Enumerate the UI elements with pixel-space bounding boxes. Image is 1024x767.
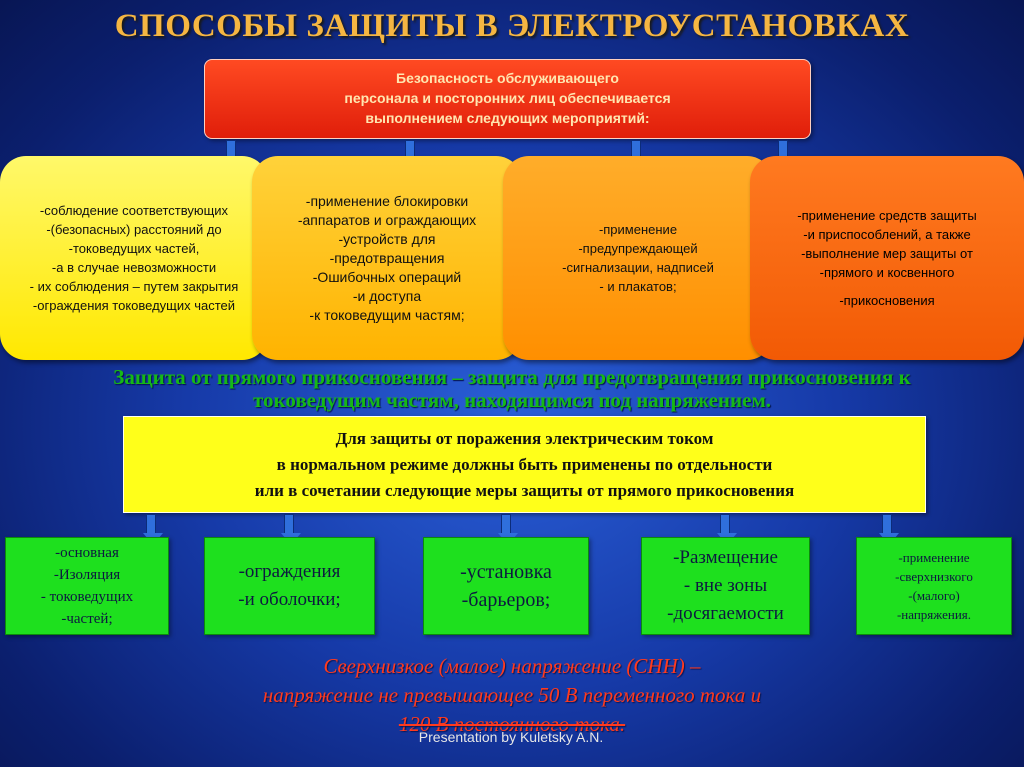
author-credit-text: Presentation by Kuletsky A.N.: [418, 729, 604, 745]
direct-contact-definition-line: токоведущим частям, находящимся под напр…: [252, 388, 772, 412]
measure-line: -и оболочки;: [238, 589, 341, 610]
card-line: -аппаратов и ограждающих: [297, 211, 477, 228]
card-line: -ограждения токоведущих частей: [32, 298, 236, 313]
card-line: - их соблюдения – путем закрытия: [29, 279, 239, 294]
measure-line: -(малого): [908, 588, 960, 603]
measure-enclosures: -ограждения -и оболочки;: [204, 537, 375, 635]
card-line: -соблюдение соответствующих: [39, 203, 229, 218]
direct-contact-definition-line: Защита от прямого прикосновения – защита…: [113, 365, 911, 389]
measure-line: -барьеров;: [461, 589, 551, 611]
card-line: - и плакатов;: [599, 279, 677, 294]
measure-line: -применение: [898, 550, 970, 565]
card-line: -токоведущих частей,: [68, 241, 200, 256]
header-line: персонала и посторонних лиц обеспечивает…: [344, 90, 671, 106]
extra-low-voltage-definition: Сверхнизкое (малое) напряжение (СНН) – н…: [0, 652, 1024, 739]
card-line: -применение: [598, 222, 678, 237]
card-line: -сигнализации, надписей: [562, 260, 714, 275]
direct-contact-measures-box: Для защиты от поражения электрическим то…: [123, 416, 926, 513]
card-line: -и доступа: [352, 287, 422, 304]
card-line: -применение средств защиты: [797, 208, 977, 223]
box-line: в нормальном режиме должны быть применен…: [276, 455, 773, 474]
author-credit: Presentation by Kuletsky A.N.: [0, 729, 1024, 745]
measure-line: -Размещение: [673, 547, 778, 568]
definition-line: Сверхнизкое (малое) напряжение (СНН) –: [323, 654, 701, 678]
card-interlocks: -применение блокировки -аппаратов и огра…: [252, 156, 522, 360]
card-line: -устройств для: [338, 230, 436, 247]
measure-line: -Изоляция: [53, 567, 121, 583]
measure-out-of-reach: -Размещение - вне зоны -досягаемости: [641, 537, 810, 635]
definition-line: напряжение не превышающее 50 В переменно…: [262, 683, 762, 707]
measure-line: - вне зоны: [683, 575, 768, 596]
measure-line: -основная: [55, 545, 119, 561]
measure-basic-insulation: -основная -Изоляция - токоведущих -часте…: [5, 537, 169, 635]
measure-line: -ограждения: [238, 561, 341, 582]
card-line: -(безопасных) расстояний до: [46, 222, 222, 237]
card-warning-signs: -применение -предупреждающей -сигнализац…: [503, 156, 773, 360]
measure-line: -сверхнизкого: [895, 569, 973, 584]
measure-line: -частей;: [61, 611, 113, 627]
box-line: или в сочетании следующие меры защиты от…: [254, 481, 795, 500]
card-line: -к токоведущим частям;: [309, 306, 465, 323]
measure-line: -установка: [460, 561, 552, 583]
card-line: -прямого и косвенного: [819, 265, 955, 280]
card-line: -предупреждающей: [578, 241, 698, 256]
header-line: Безопасность обслуживающего: [396, 70, 619, 86]
measure-barriers: -установка -барьеров;: [423, 537, 589, 635]
card-line: -выполнение мер защиты от: [801, 246, 973, 261]
card-line: -и приспособлений, а также: [803, 227, 971, 242]
measure-line: -досягаемости: [667, 603, 784, 624]
card-line: -применение блокировки: [305, 192, 469, 209]
card-line: -Ошибочных операций: [312, 268, 462, 285]
header-line: выполнением следующих мероприятий:: [365, 110, 650, 126]
card-line: -а в случае невозможности: [51, 260, 217, 275]
measure-line: -напряжения.: [896, 607, 972, 622]
card-line: -прикосновения: [839, 293, 935, 308]
measure-extra-low-voltage: -применение -сверхнизкого -(малого) -нап…: [856, 537, 1012, 635]
card-protective-equipment: -применение средств защиты -и приспособл…: [750, 156, 1024, 360]
measure-line: - токоведущих: [40, 589, 134, 605]
slide-title: СПОСОБЫ ЗАЩИТЫ В ЭЛЕКТРОУСТАНОВКАХ: [114, 8, 910, 44]
box-line: Для защиты от поражения электрическим то…: [335, 429, 714, 448]
card-line: -предотвращения: [329, 249, 445, 266]
definition-line: 120 В постоянного тока.: [398, 712, 626, 736]
card-safe-distances: -соблюдение соответствующих -(безопасных…: [0, 156, 268, 360]
safety-measures-header-box: Безопасность обслуживающего персонала и …: [204, 59, 811, 139]
